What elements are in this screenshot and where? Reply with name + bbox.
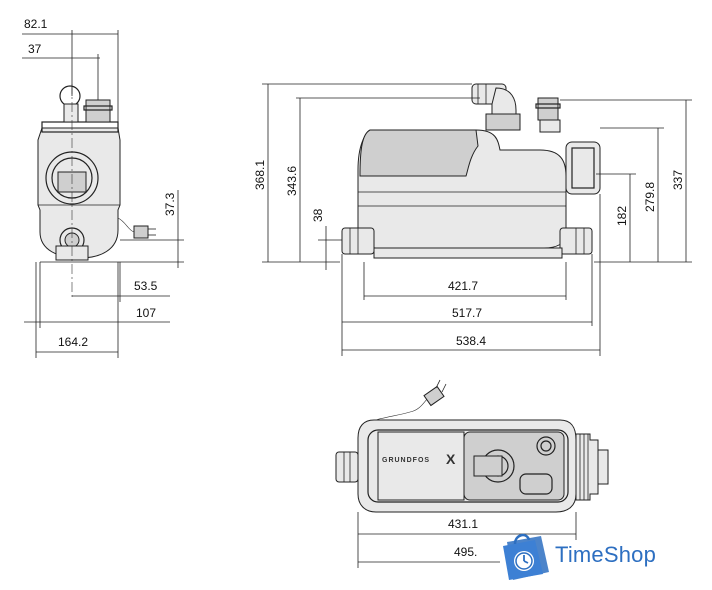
front-view: 368.1 343.6 38 182 279.8 337 421.7 517.7 xyxy=(253,83,692,356)
dim-37: 37 xyxy=(28,42,42,56)
dim-182: 182 xyxy=(615,206,629,226)
dim-538-4: 538.4 xyxy=(456,334,486,348)
dim-279-8: 279.8 xyxy=(643,182,657,212)
dim-37-3: 37.3 xyxy=(163,192,177,216)
dim-431-1: 431.1 xyxy=(448,517,478,531)
dim-38: 38 xyxy=(311,208,325,222)
shopping-bag-clock-icon xyxy=(503,533,549,580)
dim-107: 107 xyxy=(136,306,156,320)
dim-368-1: 368.1 xyxy=(253,160,267,190)
grundfos-logo-text: GRUNDFOS xyxy=(382,457,430,464)
timeshop-watermark: TimeShop xyxy=(497,528,687,584)
dim-421-7: 421.7 xyxy=(448,279,478,293)
dim-164-2: 164.2 xyxy=(58,335,88,349)
dim-337: 337 xyxy=(671,170,685,190)
svg-text:X: X xyxy=(446,451,456,467)
dim-517-7: 517.7 xyxy=(452,306,482,320)
dim-53-5: 53.5 xyxy=(134,279,158,293)
side-view: 82.1 37 37.3 53.5 107 164.2 xyxy=(22,17,184,358)
dim-495: 495. xyxy=(454,545,477,559)
dim-343-6: 343.6 xyxy=(285,166,299,196)
dim-82-1: 82.1 xyxy=(24,17,48,31)
top-view: GRUNDFOS X 431.1 495. xyxy=(335,379,609,568)
timeshop-text: TimeShop xyxy=(555,542,657,567)
